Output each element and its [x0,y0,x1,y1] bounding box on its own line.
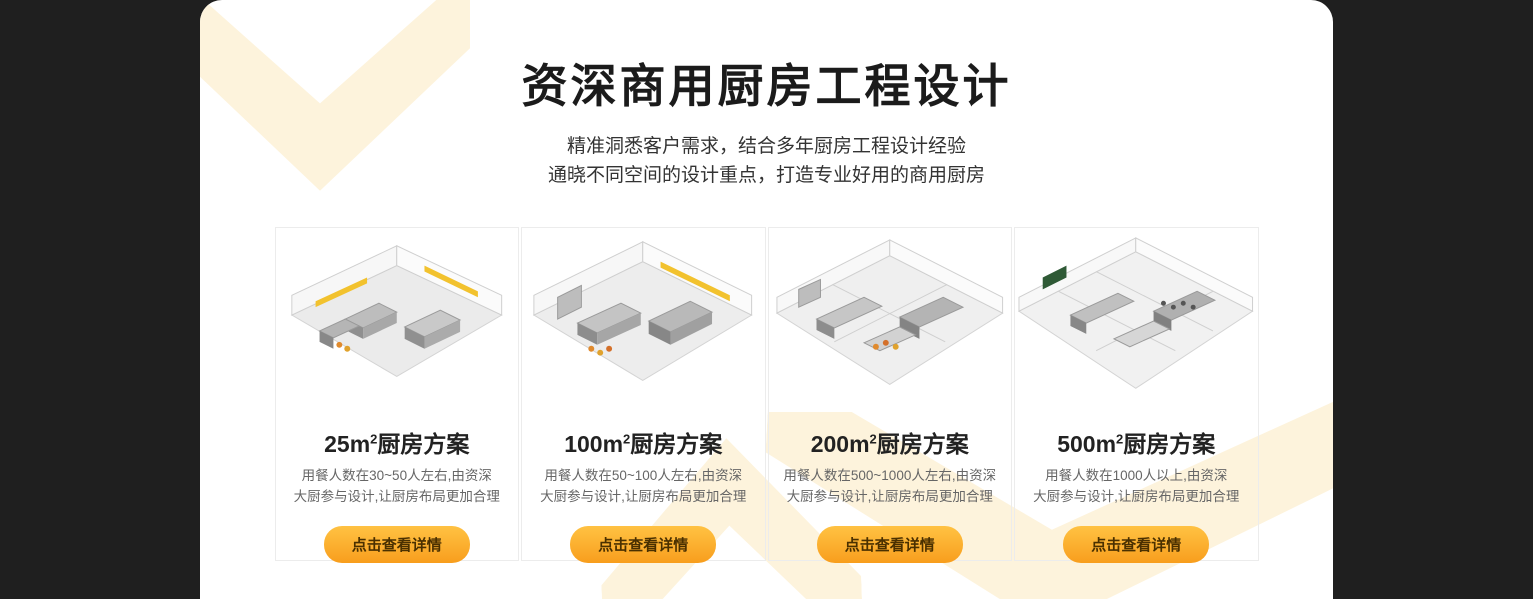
kitchen-isometric-render [768,227,1011,412]
kitchen-render-image [275,227,519,412]
subtitle-line-2: 通晓不同空间的设计重点，打造专业好用的商用厨房 [547,165,985,187]
kitchen-design-section: 资深商用厨房工程设计 精准洞悉客户需求，结合多年厨房工程设计经验 通晓不同空间的… [200,0,1333,599]
card-desc-line-2: 大厨参与设计,让厨房布局更加合理 [1033,488,1240,504]
section-subtitle: 精准洞悉客户需求，结合多年厨房工程设计经验 通晓不同空间的设计重点，打造专业好用… [200,132,1333,191]
plan-card-500m2: 500m2厨房方案 用餐人数在1000人以上,由资深 大厨参与设计,让厨房布局更… [1014,226,1259,563]
card-area-value: 25m [324,430,371,457]
card-area-sup: 2 [1116,431,1124,447]
view-details-button[interactable]: 点击查看详情 [816,525,963,563]
kitchen-render-image [1015,227,1258,412]
card-title: 200m2厨房方案 [811,425,969,459]
card-desc-line-1: 用餐人数在1000人以上,由资深 [1045,467,1228,483]
card-desc-line-2: 大厨参与设计,让厨房布局更加合理 [540,488,747,504]
card-title-suffix: 厨房方案 [876,430,969,457]
card-title: 25m2厨房方案 [324,425,469,459]
card-area-value: 200m [810,430,870,457]
kitchen-render-image [768,227,1012,412]
plan-cards-row: 25m2厨房方案 用餐人数在30~50人左右,由资深 大厨参与设计,让厨房布局更… [274,226,1259,563]
card-desc-line-1: 用餐人数在30~50人左右,由资深 [301,467,492,483]
card-title-suffix: 厨房方案 [377,430,470,457]
view-details-button[interactable]: 点击查看详情 [1063,525,1210,563]
view-details-button[interactable]: 点击查看详情 [570,525,717,563]
card-description: 用餐人数在500~1000人左右,由资深 大厨参与设计,让厨房布局更加合理 [783,466,996,508]
kitchen-isometric-render [522,227,765,412]
card-description: 用餐人数在50~100人左右,由资深 大厨参与设计,让厨房布局更加合理 [540,466,746,508]
card-desc-line-1: 用餐人数在50~100人左右,由资深 [544,467,743,483]
card-desc-line-1: 用餐人数在500~1000人左右,由资深 [783,467,997,483]
card-description: 用餐人数在1000人以上,由资深 大厨参与设计,让厨房布局更加合理 [1033,466,1239,508]
card-title-suffix: 厨房方案 [1123,430,1216,457]
kitchen-isometric-render [1015,227,1258,412]
section-content: 资深商用厨房工程设计 精准洞悉客户需求，结合多年厨房工程设计经验 通晓不同空间的… [200,50,1333,563]
card-area-sup: 2 [869,431,877,447]
card-desc-line-2: 大厨参与设计,让厨房布局更加合理 [786,488,993,504]
subtitle-line-1: 精准洞悉客户需求，结合多年厨房工程设计经验 [566,136,966,157]
card-area-sup: 2 [623,431,631,447]
plan-card-100m2: 100m2厨房方案 用餐人数在50~100人左右,由资深 大厨参与设计,让厨房布… [521,226,766,563]
plan-card-25m2: 25m2厨房方案 用餐人数在30~50人左右,由资深 大厨参与设计,让厨房布局更… [274,226,519,563]
kitchen-isometric-render [275,227,518,412]
plan-card-200m2: 200m2厨房方案 用餐人数在500~1000人左右,由资深 大厨参与设计,让厨… [767,226,1012,563]
card-area-value: 100m [564,430,624,457]
card-area-sup: 2 [370,431,378,447]
kitchen-render-image [522,227,765,412]
card-description: 用餐人数在30~50人左右,由资深 大厨参与设计,让厨房布局更加合理 [294,466,500,508]
card-title-suffix: 厨房方案 [630,430,723,457]
card-desc-line-2: 大厨参与设计,让厨房布局更加合理 [293,488,500,504]
view-details-button[interactable]: 点击查看详情 [323,525,470,563]
section-title: 资深商用厨房工程设计 [521,60,1012,112]
card-title: 100m2厨房方案 [564,425,722,459]
card-area-value: 500m [1057,430,1117,457]
card-title: 500m2厨房方案 [1057,425,1215,459]
